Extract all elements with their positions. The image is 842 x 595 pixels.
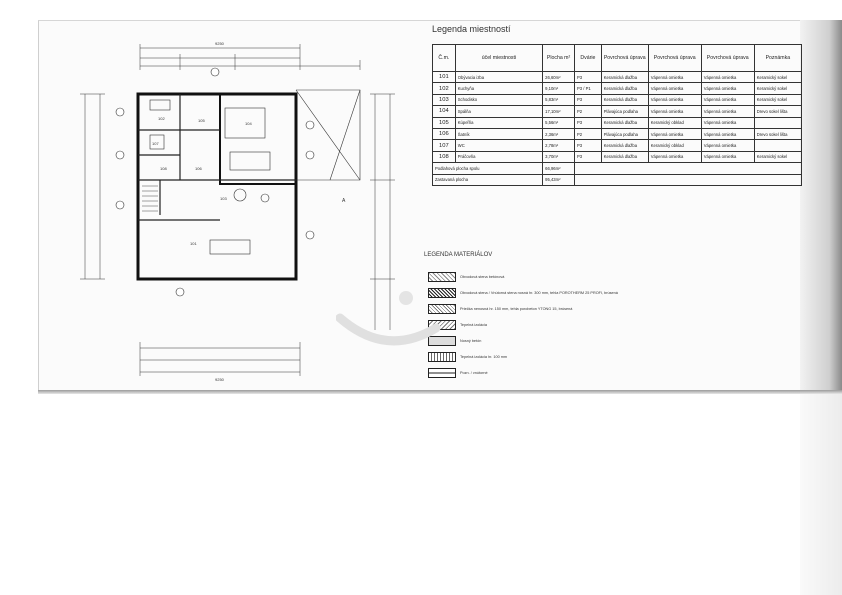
material-row: Obvodová stena / Vnútorná stena nosná hr… bbox=[428, 288, 618, 298]
material-swatch bbox=[428, 336, 456, 346]
svg-text:103: 103 bbox=[220, 196, 227, 201]
roof-outline bbox=[295, 89, 361, 181]
left-dimension-lines bbox=[80, 93, 105, 280]
svg-text:106: 106 bbox=[195, 166, 202, 171]
material-swatch bbox=[428, 320, 456, 330]
right-dimension-lines bbox=[370, 93, 395, 330]
material-swatch bbox=[428, 288, 456, 298]
material-row: Pozn. / vnútorné bbox=[428, 368, 488, 378]
header-note: Poznámka bbox=[753, 44, 803, 72]
header-purpose: účel miestnosti bbox=[454, 44, 544, 72]
material-swatch bbox=[428, 352, 456, 362]
material-row: Nosný betón bbox=[428, 336, 481, 346]
section-mark: A bbox=[342, 198, 346, 204]
exterior-walls bbox=[136, 92, 298, 281]
interior-walls bbox=[138, 94, 296, 221]
svg-text:102: 102 bbox=[158, 116, 165, 121]
floor-plan: 9250 bbox=[80, 41, 395, 382]
dim-top-total: 9250 bbox=[215, 41, 225, 46]
watermark-logo bbox=[336, 291, 441, 346]
paper-fold-shadow bbox=[800, 20, 842, 392]
svg-text:105: 105 bbox=[198, 118, 205, 123]
material-row: Obvodová stena betónová bbox=[428, 272, 504, 282]
material-row: Tepelná izolácia bbox=[428, 320, 487, 330]
material-swatch bbox=[428, 272, 456, 282]
material-swatch bbox=[428, 304, 456, 314]
furniture bbox=[149, 99, 271, 255]
watermark-dot bbox=[399, 291, 413, 305]
material-swatch bbox=[428, 368, 456, 378]
paper-right-lower bbox=[800, 394, 842, 595]
watermark-smile bbox=[336, 313, 441, 346]
grid-markers bbox=[115, 67, 315, 297]
header-num: Č.m. bbox=[432, 44, 456, 72]
header-finish-3: Povrchová úprava bbox=[700, 44, 755, 72]
header-area: Plocha m² bbox=[542, 44, 575, 72]
paper-bottom-edge bbox=[38, 390, 842, 394]
room-number-labels: 102 105 104 107 108 103 101 106 bbox=[152, 116, 252, 246]
room-schedule-table: Č.m. účel miestnosti Plocha m² Dvárie Po… bbox=[431, 44, 803, 186]
svg-text:108: 108 bbox=[160, 166, 167, 171]
room-legend-title: Legenda miestností bbox=[432, 24, 511, 34]
svg-text:101: 101 bbox=[190, 241, 197, 246]
staircase bbox=[142, 185, 158, 212]
header-floor: Dvárie bbox=[573, 44, 602, 72]
dim-bottom-total: 9250 bbox=[215, 377, 225, 382]
top-dimension-lines bbox=[139, 44, 361, 70]
bottom-dimension-lines bbox=[139, 342, 301, 376]
svg-text:104: 104 bbox=[245, 121, 252, 126]
table-header-row: Č.m. účel miestnosti Plocha m² Dvárie Po… bbox=[432, 44, 803, 72]
materials-legend-title: LEGENDA MATERIÁLOV bbox=[424, 252, 493, 258]
header-finish-2: Povrchová úprava bbox=[647, 44, 702, 72]
svg-text:107: 107 bbox=[152, 141, 159, 146]
material-row: Priečka nenosná hr. 150 mm, tehla porobe… bbox=[428, 304, 572, 314]
header-finish-1: Povrchová úprava bbox=[600, 44, 649, 72]
material-row: Tepelná izolácia hr. 100 mm bbox=[428, 352, 507, 362]
